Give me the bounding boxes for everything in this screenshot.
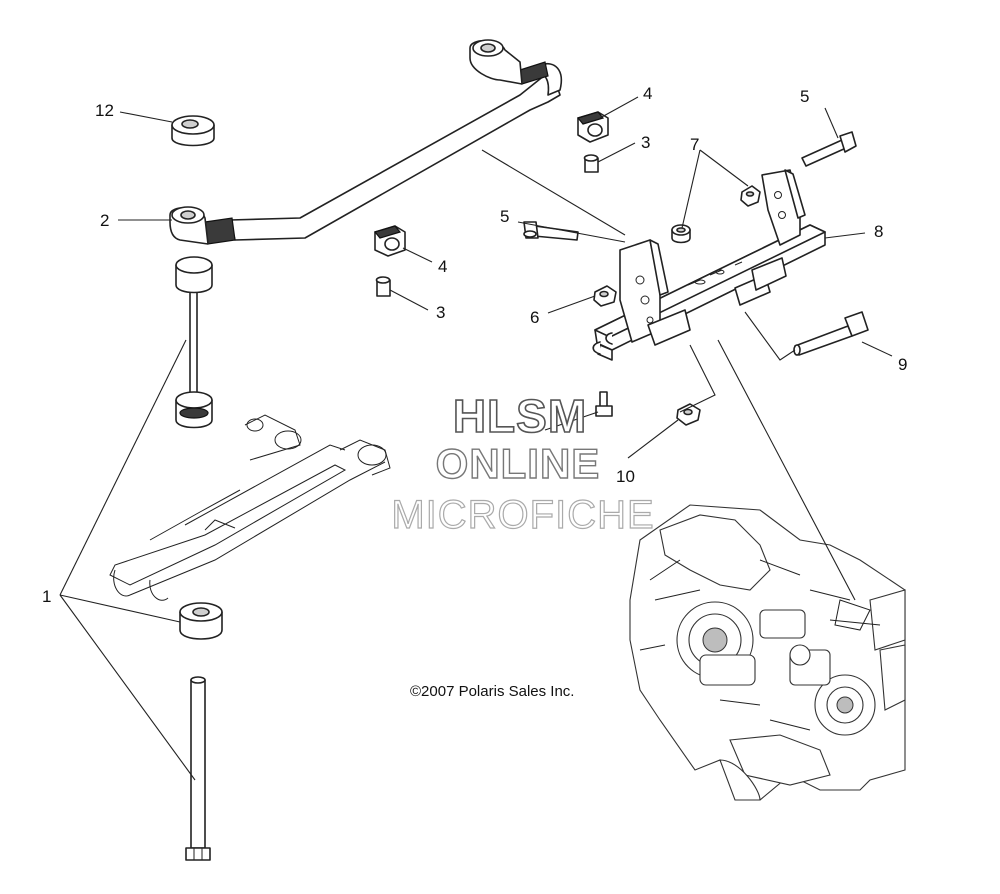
bracket-8: [592, 169, 826, 361]
callout-4-lower: 4: [438, 257, 447, 276]
control-arm: [109, 414, 391, 601]
callout-8: 8: [874, 222, 883, 241]
stabilizer-bar: [169, 39, 562, 245]
copyright-notice: ©2007 Polaris Sales Inc.: [410, 683, 574, 700]
bolt-5-left: [523, 221, 579, 241]
callout-4-upper: 4: [643, 84, 652, 103]
bolt-9: [793, 311, 869, 356]
bolt-5-right: [801, 131, 857, 167]
bushing-3-upper: [583, 154, 599, 173]
callout-10: 10: [616, 467, 635, 486]
washer-7: [671, 224, 691, 244]
stabilizer-link: [175, 256, 223, 861]
callout-6: 6: [530, 308, 539, 327]
watermark: HLSM ONLINE MICROFICHE: [391, 389, 655, 537]
watermark-line-2: ONLINE: [436, 440, 601, 487]
callout-labels: 12 2 1 4 3 4 3 5 5 6 7 8 9 10: [42, 84, 907, 606]
callout-5-left: 5: [500, 207, 509, 226]
bushing-12: [171, 115, 215, 147]
callout-3-upper: 3: [641, 133, 650, 152]
nut-10: [676, 403, 701, 426]
watermark-line-3: MICROFICHE: [391, 493, 654, 537]
callout-5-right: 5: [800, 87, 809, 106]
clamp-4-lower: [373, 225, 406, 257]
watermark-line-1: HLSM: [453, 390, 587, 442]
bushing-3-lower: [375, 276, 391, 297]
callout-9: 9: [898, 355, 907, 374]
nut-7: [740, 185, 761, 207]
callout-1: 1: [42, 587, 51, 606]
leader-lines: [59, 96, 893, 781]
callout-12: 12: [95, 101, 114, 120]
callout-7: 7: [690, 135, 699, 154]
clamp-4-upper: [576, 111, 609, 143]
nut-6: [593, 285, 617, 307]
engine-assembly: [629, 504, 906, 801]
callout-2: 2: [100, 211, 109, 230]
bolt-11: [595, 391, 613, 417]
callout-3-lower: 3: [436, 303, 445, 322]
